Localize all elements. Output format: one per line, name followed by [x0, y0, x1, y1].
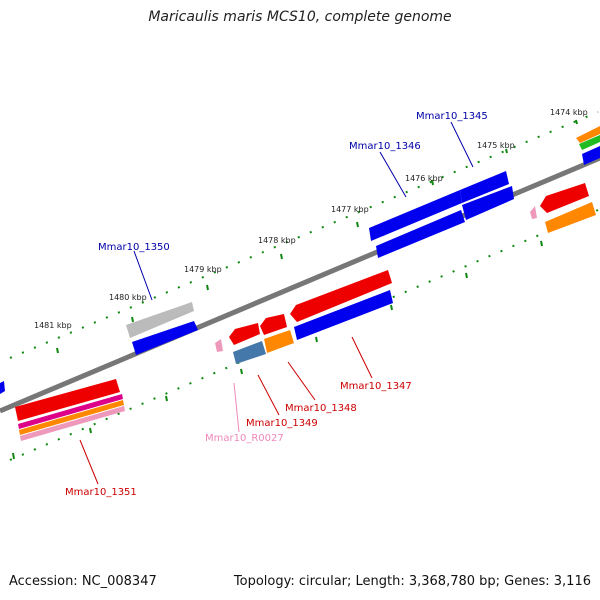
tick-label: 1479 kbp	[184, 265, 222, 274]
rna-arrow-mmar10-r0027[interactable]	[215, 339, 223, 352]
gene-arrow-edge-blue[interactable]	[582, 146, 600, 165]
leader-mmar10-1349	[257, 374, 280, 416]
gene-arrow-edge-green[interactable]	[579, 135, 600, 150]
tick-mark	[56, 347, 59, 354]
leader-mmar10-1345	[450, 121, 474, 168]
leader-mmar10-1347	[351, 336, 373, 379]
leader-mmar10-1346	[379, 151, 407, 198]
tick-labels: 1474 kbp 1475 kbp 1476 kbp 1477 kbp 1478…	[34, 108, 588, 330]
tick-mark	[165, 395, 168, 402]
tick-label: 1477 kbp	[331, 205, 369, 214]
gene-arrow-mmar10-1345-cog[interactable]	[462, 186, 514, 220]
tick-mark	[240, 368, 243, 375]
gene-arrow-mmar10-1349-cog[interactable]	[233, 341, 266, 364]
leader-mmar10-1350	[133, 250, 153, 301]
gene-label[interactable]: Mmar10_1350	[98, 242, 170, 253]
gene-arrow-right-red[interactable]	[540, 183, 589, 213]
gene-arrow-mmar10-1351-cog-2[interactable]	[19, 400, 124, 435]
gene-label[interactable]: Mmar10_1351	[65, 487, 137, 498]
gene-arrow-mmar10-1350[interactable]	[126, 302, 194, 338]
label-leaders	[79, 121, 474, 485]
tick-mark	[431, 179, 434, 186]
tick-mark	[315, 336, 318, 343]
gene-arrow-mmar10-1346[interactable]	[369, 190, 462, 241]
outer-major-ticks	[56, 119, 578, 354]
gene-arrow-edge-left-blue[interactable]	[0, 381, 5, 394]
tick-mark	[280, 253, 283, 260]
tick-label: 1475 kbp	[477, 141, 515, 150]
tick-mark	[390, 304, 393, 311]
gene-arrow-mmar10-1347-cog[interactable]	[294, 290, 393, 340]
gene-label[interactable]: Mmar10_1345	[416, 111, 488, 122]
tick-mark	[356, 221, 359, 228]
gene-label[interactable]: Mmar10_1349	[246, 418, 318, 429]
leader-mmar10-r0027	[233, 382, 240, 433]
reverse-features	[15, 183, 596, 441]
gene-arrow-mmar10-1348[interactable]	[260, 314, 287, 335]
tick-mark	[465, 272, 468, 279]
leader-mmar10-1348	[287, 361, 316, 401]
gene-arrow-mmar10-1347[interactable]	[290, 270, 392, 322]
gene-labels: Mmar10_1345 Mmar10_1346 Mmar10_1350 Mmar…	[65, 111, 488, 498]
gene-arrow-mmar10-1345[interactable]	[460, 171, 509, 203]
tick-mark	[131, 316, 134, 323]
rna-arrow-right-pink[interactable]	[530, 206, 537, 219]
gene-label[interactable]: Mmar10_1346	[349, 141, 421, 152]
gene-arrow-mmar10-1351-cog-1[interactable]	[18, 394, 123, 429]
gene-label[interactable]: Mmar10_1348	[285, 403, 357, 414]
tick-mark	[540, 240, 543, 247]
gene-arrow-mmar10-1346-cog[interactable]	[376, 210, 465, 258]
gene-arrow-mmar10-1348-cog[interactable]	[264, 330, 294, 353]
tick-mark	[206, 284, 209, 291]
gene-arrow-mmar10-1350-cog[interactable]	[132, 321, 198, 355]
accession-label: Accession: NC_008347	[9, 574, 157, 589]
topology-summary: Topology: circular; Length: 3,368,780 bp…	[233, 574, 591, 589]
tick-label: 1480 kbp	[109, 293, 147, 302]
gene-arrow-mmar10-1351[interactable]	[15, 379, 120, 421]
tick-label: 1476 kbp	[405, 174, 443, 183]
gene-label[interactable]: Mmar10_1347	[340, 381, 412, 392]
gene-arrow-mmar10-1349[interactable]	[229, 323, 260, 345]
tick-mark	[12, 452, 15, 460]
tick-label: 1474 kbp	[550, 108, 588, 117]
leader-mmar10-1351	[79, 439, 99, 485]
forward-features	[0, 126, 600, 394]
gene-arrow-edge-orange[interactable]	[576, 126, 600, 143]
tick-label: 1478 kbp	[258, 236, 296, 245]
inner-major-ticks	[12, 240, 543, 460]
gene-arrow-mmar10-1351-cog-3[interactable]	[20, 406, 125, 441]
tick-mark	[505, 148, 508, 154]
tick-mark	[89, 427, 92, 434]
gene-label[interactable]: Mmar10_R0027	[205, 433, 284, 444]
tick-label: 1481 kbp	[34, 321, 72, 330]
gene-arrow-right-orange[interactable]	[545, 202, 596, 233]
page-title: Maricaulis maris MCS10, complete genome	[148, 9, 452, 25]
tick-mark	[575, 119, 578, 125]
